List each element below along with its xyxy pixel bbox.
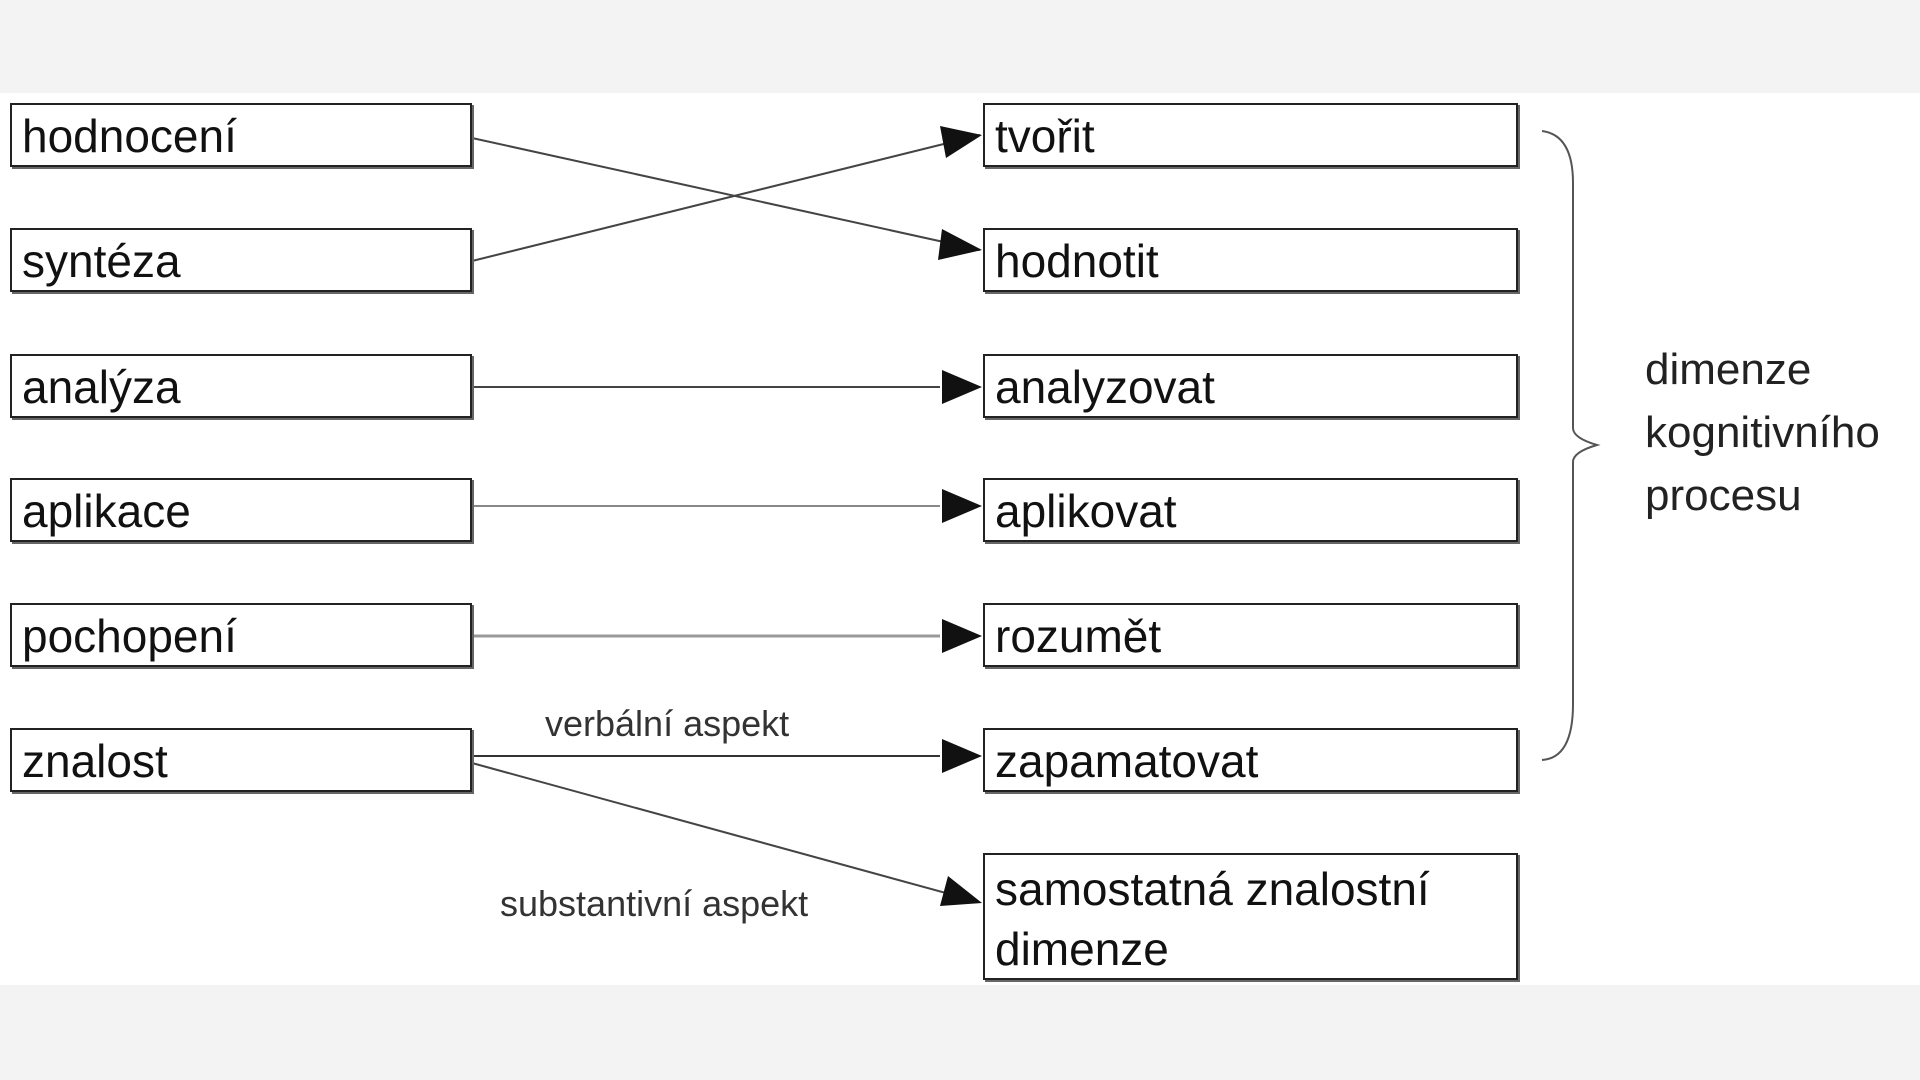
arrow-hodnoceni-to-hodnotit xyxy=(471,137,981,251)
connector-label-verbalni-aspekt: verbální aspekt xyxy=(545,703,790,744)
box-label: pochopení xyxy=(22,610,237,662)
box-label: hodnotit xyxy=(995,235,1159,287)
box-label: znalost xyxy=(22,735,168,787)
arrowhead-analyzovat xyxy=(942,370,982,404)
box-aplikovat: aplikovat xyxy=(983,478,1518,542)
arrowhead-samostatna xyxy=(940,876,982,906)
box-label: samostatná znalostní dimenze xyxy=(995,863,1430,975)
box-label: aplikace xyxy=(22,485,191,537)
box-synteza: syntéza xyxy=(10,228,472,292)
box-hodnoceni: hodnocení xyxy=(10,103,472,167)
arrowhead-rozumet xyxy=(942,619,982,653)
box-label: analyzovat xyxy=(995,361,1215,413)
box-analyzovat: analyzovat xyxy=(983,354,1518,418)
box-label: syntéza xyxy=(22,235,181,287)
right-brace xyxy=(1541,130,1601,761)
box-zapamatovat: zapamatovat xyxy=(983,728,1518,792)
box-hodnotit: hodnotit xyxy=(983,228,1518,292)
box-label: zapamatovat xyxy=(995,735,1259,787)
connector-label-substantivni-aspekt: substantivní aspekt xyxy=(500,883,809,924)
arrow-synteza-to-tvorit xyxy=(471,134,981,262)
arrowhead-zapamatovat xyxy=(942,739,982,773)
box-samostatna-znalostni-dimenze: samostatná znalostní dimenze xyxy=(983,853,1518,980)
arrowhead-hodnotit xyxy=(938,229,982,260)
arrowhead-tvorit xyxy=(940,126,982,158)
box-znalost: znalost xyxy=(10,728,472,792)
box-pochopeni: pochopení xyxy=(10,603,472,667)
diagram-panel: hodnocení syntéza analýza aplikace pocho… xyxy=(0,93,1920,985)
arrowhead-aplikovat xyxy=(942,489,982,523)
box-aplikace: aplikace xyxy=(10,478,472,542)
brace-label: dimenze kognitivního procesu xyxy=(1645,338,1880,527)
box-tvorit: tvořit xyxy=(983,103,1518,167)
box-rozumet: rozumět xyxy=(983,603,1518,667)
box-label: analýza xyxy=(22,361,181,413)
box-analyza: analýza xyxy=(10,354,472,418)
box-label: tvořit xyxy=(995,110,1095,162)
brace-label-line: dimenze xyxy=(1645,345,1812,394)
brace-label-line: kognitivního xyxy=(1645,408,1880,457)
box-label: aplikovat xyxy=(995,485,1177,537)
box-label: rozumět xyxy=(995,610,1162,662)
connector-layer xyxy=(471,126,1601,906)
arrow-znalost-to-samostatna xyxy=(471,762,976,902)
brace-label-line: procesu xyxy=(1645,471,1802,520)
box-label: hodnocení xyxy=(22,110,237,162)
